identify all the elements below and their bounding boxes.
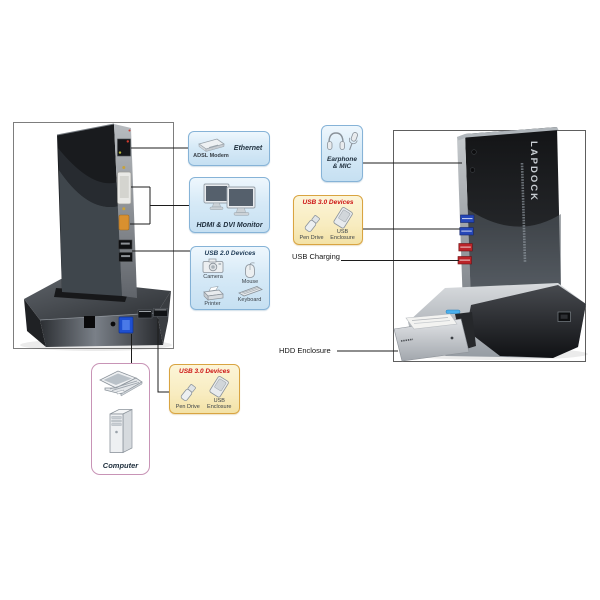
adsl-modem-icon — [198, 138, 225, 153]
power-led — [128, 129, 131, 132]
laptop-icon — [99, 370, 143, 397]
hdmi-port — [118, 214, 130, 231]
usb-enclosure-icon — [333, 207, 353, 229]
pen-drive-label: Pen Drive — [299, 235, 324, 242]
usb3-front-ports — [137, 308, 168, 319]
ethernet-port — [117, 138, 131, 157]
base-side-port — [557, 311, 571, 322]
usb-charging-label: USB Charging — [292, 252, 340, 261]
pen-drive-icon — [180, 384, 196, 402]
right-view-frame — [393, 130, 586, 362]
usb2-ports — [118, 239, 133, 262]
base-switch — [84, 316, 95, 328]
usb3-left-title: USB 3.0 Devices — [179, 368, 230, 375]
computer-callout: Computer — [91, 363, 150, 475]
microphone-icon — [348, 132, 358, 151]
mouse-icon — [245, 262, 255, 278]
ethernet-callout: ADSL Modem Ethernet — [188, 131, 270, 166]
hdd-tray — [393, 312, 476, 362]
brand-lapdock-text: LAPDOCK — [528, 141, 539, 202]
usb2-title: USB 2.0 Devices — [204, 250, 256, 257]
computer-label: Computer — [102, 461, 139, 470]
earphone-callout: Earphone & MIC — [321, 125, 363, 182]
connector-lines — [130, 147, 462, 393]
dvi-port — [117, 166, 132, 211]
dock-front-view: LAPDOCK — [393, 127, 588, 362]
monitor-callout: HDMI & DVI Monitor — [189, 177, 270, 233]
keyboard-label: Keyboard — [237, 297, 262, 304]
camera-icon — [202, 258, 224, 273]
monitor-label: HDMI & DVI Monitor — [196, 222, 263, 229]
usb3-callout-right: USB 3.0 Devices Pen Drive — [293, 195, 363, 245]
audio-jacks — [469, 149, 477, 173]
usb2-callout: USB 2.0 Devices Camera Mouse — [190, 246, 270, 310]
desktop-tower-icon — [109, 408, 132, 453]
usb3-ports — [459, 214, 475, 236]
headset-icon — [326, 132, 345, 150]
printer-label: Printer — [204, 301, 221, 308]
camera-label: Camera — [203, 274, 223, 280]
status-led — [445, 309, 461, 314]
printer-icon — [202, 286, 224, 302]
dual-monitor-icon — [203, 183, 255, 216]
left-view-frame — [13, 122, 174, 349]
ethernet-label: Ethernet — [233, 145, 263, 152]
adsl-modem-label: ADSL Modem — [193, 153, 229, 160]
earphone-label-line1: Earphone — [327, 156, 357, 163]
hdd-enclosure-label: HDD Enclosure — [279, 346, 331, 355]
brand-subtitle-microtext — [520, 162, 527, 263]
usb3-right-title: USB 3.0 Devices — [302, 199, 354, 206]
pen-drive-label: Pen Drive — [175, 404, 200, 411]
usb-enclosure-label: USB Enclosure — [330, 229, 355, 242]
earphone-label-line2: & MIC — [332, 163, 352, 170]
usb3-callout-left: USB 3.0 Devices Pen Drive — [169, 364, 240, 414]
keyboard-icon — [237, 286, 263, 297]
usb-enclosure-label: USB Enclosure — [207, 398, 232, 411]
dock-back-view — [20, 123, 172, 351]
usb-enclosure-icon — [209, 376, 230, 398]
mouse-label: Mouse — [241, 279, 259, 285]
dc-jack — [110, 321, 116, 327]
pen-drive-icon — [304, 215, 320, 233]
usb-b-host-port — [118, 316, 134, 334]
